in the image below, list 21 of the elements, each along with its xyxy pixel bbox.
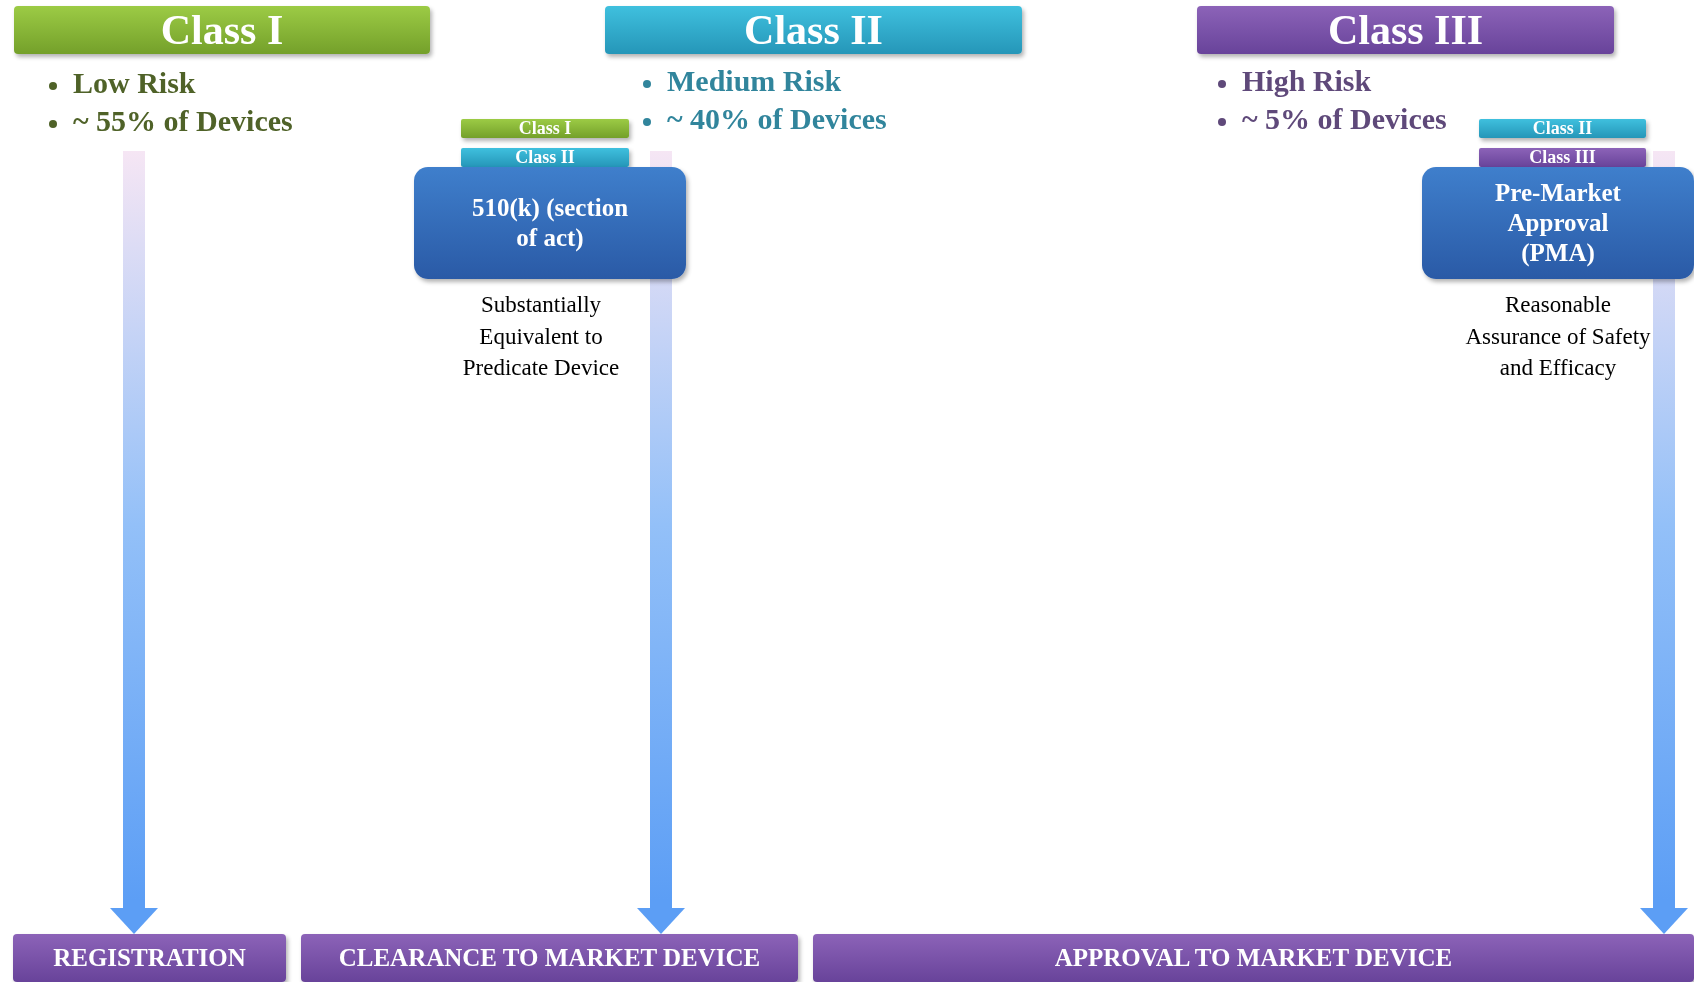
bullet-text: High Risk bbox=[1242, 64, 1372, 98]
bullet-text: ~ 40% of Devices bbox=[667, 102, 887, 136]
bullet-text: Low Risk bbox=[73, 66, 196, 100]
class-header: Class III bbox=[1197, 6, 1614, 54]
class-tag: Class I bbox=[461, 119, 629, 138]
outcome-bar: REGISTRATION bbox=[13, 934, 286, 982]
outcome-bar: APPROVAL TO MARKET DEVICE bbox=[813, 934, 1694, 982]
class-tag: Class III bbox=[1479, 148, 1646, 167]
outcome-bar: CLEARANCE TO MARKET DEVICE bbox=[301, 934, 798, 982]
arrow bbox=[110, 151, 158, 934]
bullet-text: ~ 55% of Devices bbox=[73, 104, 293, 138]
class-header: Class I bbox=[14, 6, 430, 54]
class-header: Class II bbox=[605, 6, 1022, 54]
bullet-text: Medium Risk bbox=[667, 64, 842, 98]
class-tag: Class II bbox=[1479, 119, 1646, 138]
class-tag: Class II bbox=[461, 148, 629, 167]
process-box: 510(k) (section of act) bbox=[414, 167, 686, 279]
bullet-text: ~ 5% of Devices bbox=[1242, 102, 1447, 136]
description-text: Reasonable Assurance of Safety and Efficacy bbox=[1464, 291, 1652, 383]
process-box: Pre-Market Approval (PMA) bbox=[1422, 167, 1694, 279]
description-text: Substantially Equivalent to Predicate Device bbox=[461, 291, 621, 383]
